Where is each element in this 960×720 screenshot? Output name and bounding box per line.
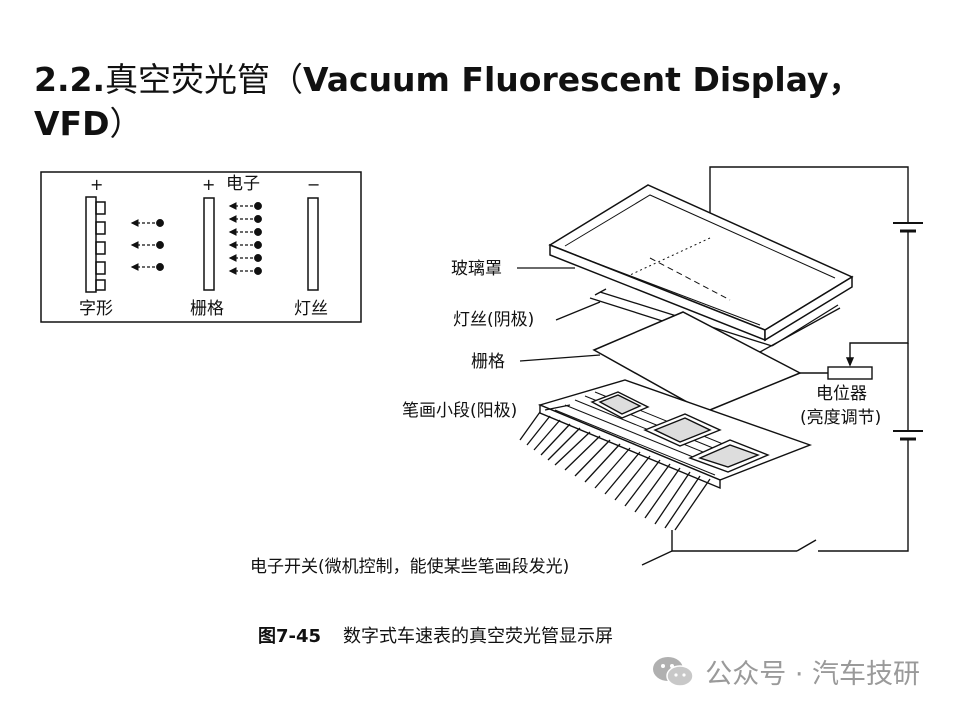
schematic-frame	[40, 171, 362, 323]
watermark: 公众号 · 汽车技研	[651, 652, 920, 691]
anode-plus-sign: +	[90, 175, 103, 194]
watermark-text: 公众号 · 汽车技研	[705, 659, 920, 690]
glass-cover	[548, 184, 854, 342]
brightness-label: (亮度调节)	[800, 408, 881, 428]
digit-cell-3	[688, 439, 770, 473]
electron-flow-to-anode	[130, 219, 164, 271]
filament-label: 灯丝	[294, 299, 328, 319]
title-abbr: VFD	[34, 104, 110, 143]
title-open-paren: （	[270, 60, 303, 99]
connector-pins	[519, 411, 711, 531]
glass-cover-label: 玻璃罩	[451, 259, 502, 279]
grid-callout-label: 栅格	[471, 352, 505, 372]
grid-plate	[592, 311, 802, 413]
vfd-exploded-view: 玻璃罩 灯丝(阴极) 栅格 笔画小段(阳极) 电位器 (亮度调节) 电子开关(微…	[250, 166, 923, 577]
digit-cell-2	[643, 413, 722, 447]
anode-electrode	[85, 196, 106, 293]
electron-flow-from-filament	[228, 202, 262, 275]
electron-label: 电子	[226, 174, 260, 194]
slide-title: 2.2.真空荧光管（Vacuum Fluorescent Display， VFD…	[34, 58, 934, 146]
callout-leaders	[517, 267, 673, 566]
segment-anode-label: 笔画小段(阳极)	[402, 401, 517, 421]
grid-label: 栅格	[190, 299, 224, 319]
title-close-paren: ）	[109, 104, 143, 143]
digit-cell-1	[590, 391, 650, 419]
title-number: 2.2.	[34, 60, 105, 99]
figure-caption: 数字式车速表的真空荧光管显示屏	[343, 626, 613, 647]
title-cn: 真空荧光管	[105, 60, 270, 99]
filament-cathode-label: 灯丝(阴极)	[453, 310, 534, 330]
potentiometer-label: 电位器	[816, 384, 867, 404]
electronic-switch-label: 电子开关(微机控制，能使某些笔画段发光)	[250, 556, 569, 577]
filament-minus-sign: −	[307, 175, 320, 194]
figure-number: 图7-45	[258, 626, 321, 647]
circuit-wiring	[671, 166, 923, 552]
grid-electrode	[203, 197, 215, 291]
segment-board	[537, 379, 813, 490]
anode-label: 字形	[79, 299, 113, 319]
potentiometer-symbol	[800, 357, 873, 380]
filament-electrode	[307, 197, 319, 291]
grid-plus-sign: +	[202, 175, 215, 194]
wechat-icon	[653, 656, 694, 687]
principle-schematic: + + 电子 −	[40, 171, 362, 323]
title-en: Vacuum Fluorescent Display，	[303, 60, 862, 99]
